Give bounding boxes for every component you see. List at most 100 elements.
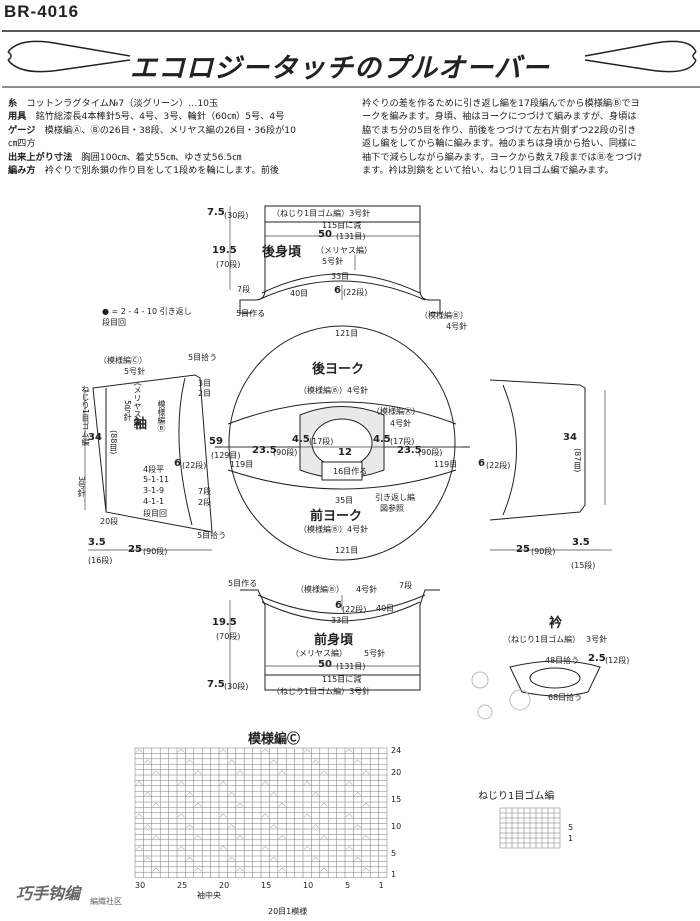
right-sleeve-small-rows: (15段): [571, 561, 596, 570]
chart-c-symbol: [194, 867, 202, 872]
chart-c-symbol: [261, 845, 269, 850]
front-pattern-needle: 4号針: [356, 585, 378, 594]
chart-rib-row-5: 5: [568, 823, 574, 832]
chart-c-symbol: [270, 791, 277, 796]
front-yoke-mid: 35目: [335, 496, 354, 505]
chart-c-symbol: [312, 824, 319, 829]
chart-c-footer2: 20目1模様: [268, 907, 308, 916]
right-sleeve-width: 25: [516, 544, 530, 555]
chart-c-col-number: 25: [177, 880, 188, 890]
chart-c-row-number: 1: [391, 870, 397, 880]
yoke-side-119-left: 119目: [230, 460, 254, 469]
chart-c-symbol: [320, 770, 328, 775]
collar-needle: 3号針: [586, 635, 608, 644]
dimension-lines: [84, 206, 612, 690]
chart-c-symbol: [236, 867, 244, 872]
back-mid-rows: (22段): [343, 288, 368, 297]
collar-pick-top: 48目拾う: [545, 656, 580, 665]
info-tools: 用具 銘竹総漆長4本棒針5号、4号、3号、輪針（60㎝）5号、4号: [8, 111, 285, 123]
back-side1: 7段: [237, 285, 251, 294]
chart-c-symbol: [152, 835, 160, 839]
back-len1: 7.5: [207, 207, 225, 218]
back-body-stitch: （メリヤス編）: [316, 246, 372, 255]
chart-c-symbol: [261, 748, 269, 753]
front-yoke-short2: 図参照: [380, 504, 404, 513]
chart-c-symbol: [144, 856, 151, 861]
sleeve-small-rows: (16段): [88, 556, 113, 565]
front-yoke-short: 引き返し編: [375, 493, 415, 502]
collar-shape: [509, 660, 601, 697]
sleeve-rib-needle: 3号針: [77, 476, 86, 498]
sleeve-r3: 3目: [198, 379, 212, 388]
page-title: エコロジータッチのプルオーバー: [130, 53, 550, 84]
chart-c-symbol: [236, 770, 244, 775]
yoke-right-a: 4.5: [373, 434, 391, 445]
sleeve-cuff-rows-label: 20段: [100, 517, 119, 526]
chart-c-symbol: [236, 802, 244, 807]
sleeve-dec-note2: 5-1-11: [143, 475, 170, 484]
watermark-sub: 編織社区: [90, 897, 122, 906]
sleeve-width-rows: (90段): [143, 547, 168, 556]
yoke-right-w: 23.5: [397, 445, 422, 456]
yoke-left-w: 23.5: [252, 445, 277, 456]
back-make: 5目作る: [236, 309, 266, 318]
front-top-count: 33目: [331, 616, 350, 625]
sleeve-meriyasu-needle: 5号針: [123, 400, 132, 422]
chart-c-symbol: [135, 781, 143, 785]
info-right-line: 返し編をしてから輪に編みます。袖のまちは身頃から拾い、同様に: [362, 138, 637, 150]
yoke-left-a-rows: (17段): [309, 437, 334, 446]
front-yoke-stitch: （模様編Ⓑ）4号針: [299, 525, 369, 534]
chart-c-grid: [134, 747, 388, 878]
right-sleeve-small: 3.5: [572, 537, 590, 548]
chart-c-symbol: [135, 845, 143, 850]
front-mid: 6: [335, 600, 342, 611]
chart-c-symbol: [270, 856, 277, 861]
back-yoke-stitch: （模様編Ⓑ）4号針: [299, 386, 369, 395]
chart-c-symbol: [354, 856, 361, 861]
back-dec-label: 115目に減: [322, 221, 362, 230]
chart-c-col-number: 20: [219, 880, 230, 890]
front-yoke-title: 前ヨーク: [310, 509, 363, 524]
chart-c-symbol: [152, 867, 160, 872]
back-len2-rows: (70段): [216, 260, 241, 269]
right-sleeve-circ: 34: [563, 432, 577, 443]
front-body-title: 前身頃: [314, 633, 354, 648]
sleeve-r2b: 2段: [198, 498, 212, 507]
back-pattern: （模様編Ⓑ）: [420, 311, 468, 320]
chart-c-symbol: [177, 845, 185, 850]
sleeve-pattern-b: 模様編Ⓑ: [157, 400, 166, 432]
info-gauge-cont: ㎝四方: [8, 138, 36, 150]
chart-c-symbol: [362, 802, 370, 807]
chart-c-symbol: [194, 802, 202, 807]
chart-c-symbol: [320, 867, 328, 872]
yoke-left-rows: (90段): [273, 448, 298, 457]
yoke-right-a-rows: (17段): [390, 437, 415, 446]
sleeve-dec-note1: 4段平: [143, 465, 165, 474]
sleeve-circ-rows: (88目): [109, 430, 118, 455]
front-len1-rows: (30段): [224, 682, 249, 691]
chart-c-symbol: [152, 802, 160, 807]
left-sleeve-shape: [92, 374, 213, 533]
chart-c-symbol: [345, 845, 353, 850]
chart-c-symbol: [354, 759, 361, 764]
sleeve-r5: 5目拾う: [197, 531, 227, 540]
front-rib-label: （ねじり1目ゴム編）3号針: [272, 687, 371, 696]
back-mid: 6: [334, 285, 341, 296]
collar-pick-bottom: 68目拾う: [548, 693, 583, 702]
yoke-left-a: 4.5: [292, 434, 310, 445]
chart-c-row-number: 24: [391, 746, 402, 755]
chart-c-symbol: [236, 835, 244, 839]
chart-c-symbol: [219, 781, 227, 785]
chart-c-symbol: [194, 835, 202, 839]
info-right-line: 袖下で減らしながら編みます。ヨークから数え7段まではⒷをつづけ: [362, 151, 643, 163]
sleeve-six-rows: (22段): [182, 461, 207, 470]
right-sleeve-width-rows: (90段): [531, 547, 556, 556]
chart-rib-title: ねじり1目ゴム編: [478, 791, 555, 802]
back-width: 50: [318, 229, 332, 240]
chart-c-symbol: [312, 856, 319, 861]
back-yoke-needle-a: 4号針: [390, 419, 412, 428]
back-body-title: 後身頃: [262, 245, 302, 260]
info-size: 出来上がり寸法 胸囲100㎝、着丈55㎝、ゆき丈56.5㎝: [8, 151, 242, 163]
collar-depth: 2.5: [588, 653, 606, 664]
